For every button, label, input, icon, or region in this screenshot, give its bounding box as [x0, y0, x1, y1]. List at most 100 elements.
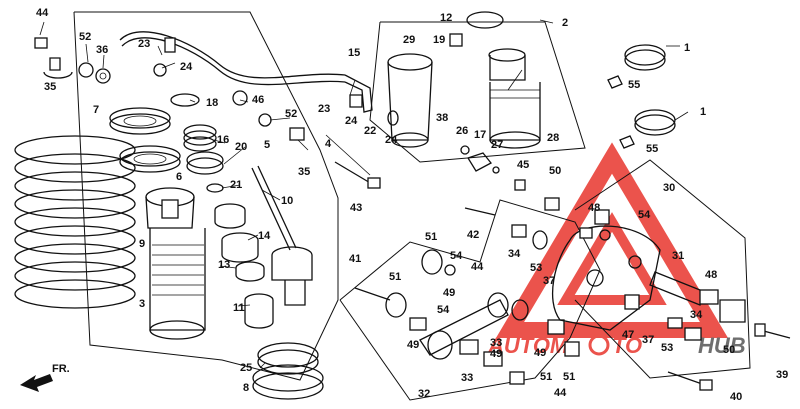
callout-34: 34: [508, 248, 521, 260]
callout-13: 13: [218, 259, 230, 271]
callout-6: 6: [176, 171, 182, 183]
callout-46: 46: [252, 94, 264, 106]
callout-8: 8: [243, 382, 249, 394]
callout-3: 3: [139, 298, 145, 310]
callout-43: 43: [350, 202, 362, 214]
lock-nuts: [109, 107, 181, 173]
callout-1: 1: [684, 42, 690, 54]
callout-55: 55: [628, 79, 640, 91]
callout-9: 9: [139, 238, 145, 250]
shock-rod: [251, 165, 313, 306]
callout-20: 20: [235, 141, 247, 153]
callout-54: 54: [450, 250, 463, 262]
callout-28: 28: [547, 132, 559, 144]
part-callouts: 44 52 36 35 7 6 9 3 23 24 18 16 20 5 21 …: [36, 7, 788, 403]
callout-44: 44: [36, 7, 49, 19]
callout-11: 11: [233, 302, 245, 314]
callout-42: 42: [467, 229, 479, 241]
callout-1: 1: [700, 106, 706, 118]
callout-24: 24: [385, 134, 398, 146]
callout-29: 29: [403, 34, 415, 46]
callout-26: 26: [456, 125, 468, 137]
hose-clamps: [607, 44, 676, 149]
callout-18: 18: [206, 97, 218, 109]
callout-30: 30: [663, 182, 675, 194]
callout-5: 5: [264, 139, 270, 151]
callout-49: 49: [490, 348, 502, 360]
callout-49: 49: [443, 287, 455, 299]
callout-49: 49: [407, 339, 419, 351]
internal-rings: [170, 93, 324, 400]
linkage-box: [339, 199, 601, 401]
callout-16: 16: [217, 134, 229, 146]
linkage-parts: [385, 179, 580, 385]
callout-41: 41: [349, 253, 361, 265]
callout-53: 53: [530, 262, 542, 274]
callout-51: 51: [540, 371, 552, 383]
front-arrow-icon: [20, 374, 53, 392]
callout-27: 27: [491, 139, 503, 151]
callout-33: 33: [461, 372, 473, 384]
callout-51: 51: [425, 231, 437, 243]
callout-14: 14: [258, 230, 271, 242]
swing-arm-link: [552, 209, 746, 341]
callout-37: 37: [543, 275, 555, 287]
reservoir-hose: [119, 31, 399, 141]
upper-bolts: [34, 37, 111, 84]
watermark-triangle-inner: [557, 212, 667, 305]
callout-33: 33: [490, 337, 502, 349]
shock-assembly-box: [73, 11, 339, 381]
front-direction-indicator: FR.: [20, 363, 70, 392]
callout-39: 39: [776, 369, 788, 381]
watermark-hub: HUB: [698, 333, 746, 358]
shock-body: [145, 187, 206, 340]
callout-48: 48: [588, 202, 600, 214]
callout-15: 15: [348, 47, 360, 59]
callout-22: 22: [364, 125, 376, 137]
callout-4: 4: [325, 138, 332, 150]
callout-17: 17: [474, 129, 486, 141]
callout-55: 55: [646, 143, 658, 155]
callout-7: 7: [93, 104, 99, 116]
reservoir-canister: [387, 11, 541, 174]
callout-54: 54: [638, 209, 651, 221]
callout-35: 35: [44, 81, 56, 93]
watermark-o-icon: [588, 334, 610, 356]
callout-44: 44: [471, 261, 484, 273]
callout-19: 19: [433, 34, 445, 46]
callout-48: 48: [705, 269, 717, 281]
watermark-triangle-outer: [495, 142, 729, 338]
callout-52: 52: [79, 31, 91, 43]
callout-44: 44: [554, 387, 567, 399]
callout-34: 34: [690, 309, 703, 321]
callout-21: 21: [230, 179, 242, 191]
callout-51: 51: [389, 271, 401, 283]
watermark-logo: AUTOM TO HUB: [487, 142, 746, 358]
callout-53: 53: [661, 342, 673, 354]
callout-23: 23: [318, 103, 330, 115]
leader-lines: [39, 19, 689, 369]
callout-2: 2: [562, 17, 568, 29]
callout-54: 54: [437, 304, 450, 316]
callout-47: 47: [622, 329, 634, 341]
callout-24: 24: [345, 115, 358, 127]
callout-51: 51: [563, 371, 575, 383]
callout-38: 38: [436, 112, 448, 124]
callout-49: 49: [534, 347, 546, 359]
callout-40: 40: [730, 391, 742, 403]
callout-45: 45: [517, 159, 529, 171]
callout-32: 32: [418, 388, 430, 400]
callout-31: 31: [672, 250, 684, 262]
callout-37: 37: [642, 334, 654, 346]
callout-25: 25: [240, 362, 252, 374]
arm-box: [574, 159, 751, 379]
callout-50: 50: [723, 344, 735, 356]
callout-36: 36: [96, 44, 108, 56]
callout-12: 12: [440, 12, 452, 24]
callout-50: 50: [549, 165, 561, 177]
coil-spring: [14, 135, 136, 309]
callout-52: 52: [285, 108, 297, 120]
callout-24: 24: [180, 61, 193, 73]
front-label: FR.: [52, 363, 70, 375]
